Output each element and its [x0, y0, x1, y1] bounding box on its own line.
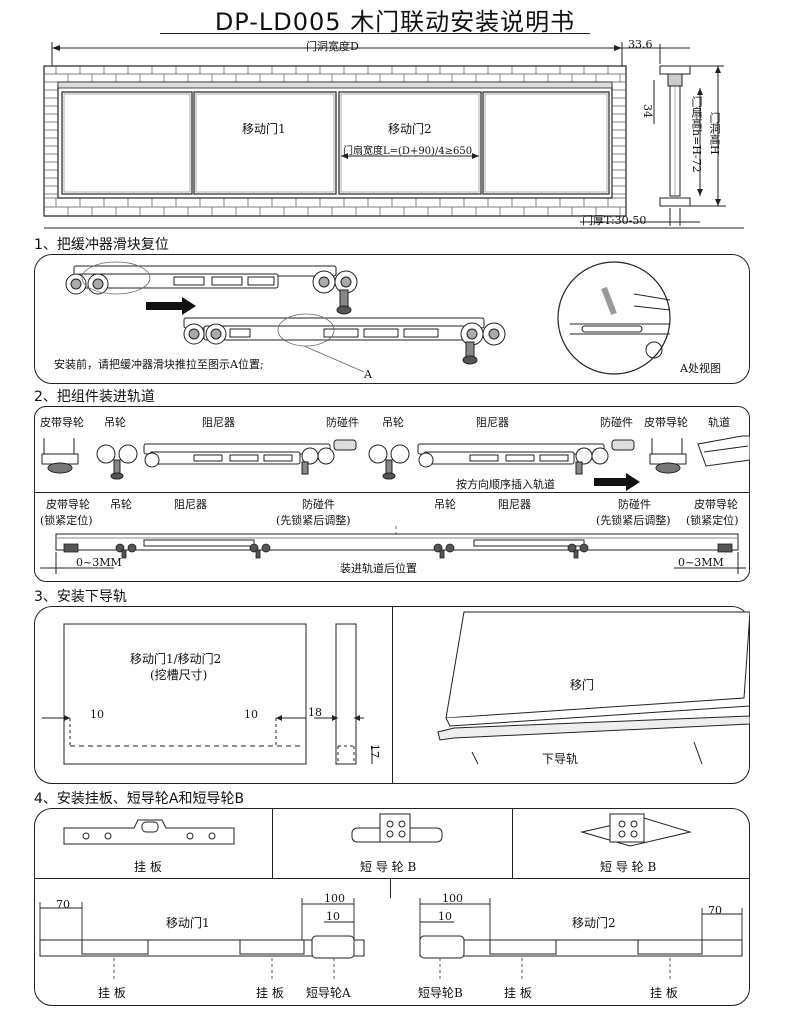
- door2-bottom-label: 移动门2: [572, 916, 616, 930]
- side-width-label: 33.6: [628, 38, 653, 51]
- step1-note: 安装前，请把缓冲器滑块推拉至图示A位置;: [54, 358, 264, 371]
- bottom-label-plate-4: 挂 板: [650, 986, 678, 1000]
- door1-bottom-label: 移动门1: [166, 916, 210, 930]
- bumper-right-sub: (先锁紧后调整): [596, 514, 671, 527]
- belt-left-sub: (锁紧定位): [40, 514, 93, 527]
- wheel-right-label: 吊轮: [434, 498, 456, 511]
- groove-door-label: 移动门1/移动门2: [130, 652, 222, 666]
- step4-divider-v3: [390, 878, 391, 898]
- part-short-wheel-b-2: 短 导 轮 B: [600, 860, 657, 874]
- step2-divider: [34, 492, 750, 493]
- bottom-label-plate-3: 挂 板: [504, 986, 532, 1000]
- thickness-label: 门厚T:30-50: [582, 214, 647, 227]
- leaf-width-label: 门扇宽度L=(D+90)/4≥650: [343, 146, 473, 157]
- belt-left-label: 皮带导轮: [46, 498, 90, 511]
- comp-label-track: 轨道: [708, 416, 730, 429]
- opening-width-label: 门洞宽度D: [306, 40, 359, 53]
- insert-direction-note: 按方向顺序插入轨道: [456, 478, 555, 491]
- leaf-height-label: 门扇高h=H-72: [690, 96, 703, 173]
- gap-left-label: 0~3MM: [76, 556, 122, 569]
- damper-left-label: 阻尼器: [174, 498, 207, 511]
- step2-assembled-track: [40, 526, 746, 574]
- dim-100-right: 100: [442, 892, 463, 905]
- part-hanging-plate: 挂 板: [134, 860, 162, 874]
- step4-divider-v2: [512, 808, 513, 878]
- door1-label: 移动门1: [242, 122, 286, 136]
- step1-a-label: A: [364, 368, 372, 381]
- wheel-left-label: 吊轮: [110, 498, 132, 511]
- step2-components: [41, 435, 750, 491]
- header-diagram: [43, 42, 744, 229]
- step4-doors: [39, 898, 743, 982]
- step3-heading: 3、安装下导轨: [34, 589, 127, 605]
- dim-10-left: 10: [326, 910, 340, 923]
- groove-dim-left: 10: [90, 708, 104, 721]
- step1-view-label: A处视图: [680, 362, 721, 375]
- step3-diagram: [42, 611, 750, 765]
- comp-label-damper-1: 阻尼器: [202, 416, 235, 429]
- step2-heading: 2、把组件装进轨道: [34, 389, 155, 405]
- comp-label-belt-wheel-2: 皮带导轮: [644, 416, 688, 429]
- groove-dim-right: 10: [244, 708, 258, 721]
- comp-label-hanging-wheel-1: 吊轮: [104, 416, 126, 429]
- dim-70-left: 70: [56, 898, 70, 911]
- bottom-label-plate-2: 挂 板: [256, 986, 284, 1000]
- comp-label-damper-2: 阻尼器: [476, 416, 509, 429]
- groove-door-sub: (挖槽尺寸): [150, 668, 208, 682]
- step4-parts: [63, 813, 692, 847]
- bottom-label-short-wheel-a: 短导轮A: [306, 986, 351, 1000]
- step1-heading: 1、把缓冲器滑块复位: [34, 237, 169, 253]
- step3-divider: [392, 606, 393, 784]
- position-note: 装进轨道后位置: [340, 562, 417, 575]
- part-short-wheel-b-1: 短 导 轮 B: [360, 860, 417, 874]
- bottom-rail-label: 下导轨: [542, 752, 579, 766]
- sliding-door-label: 移门: [570, 678, 595, 692]
- damper-right-label: 阻尼器: [498, 498, 531, 511]
- groove-dim-18: 18: [308, 706, 322, 719]
- dim-70-right: 70: [708, 904, 722, 917]
- opening-height-label: 门洞高H: [708, 112, 721, 155]
- dim-100-left: 100: [324, 892, 345, 905]
- comp-label-belt-wheel-1: 皮带导轮: [40, 416, 84, 429]
- step4-divider-h: [34, 878, 750, 879]
- dim-10-right: 10: [438, 910, 452, 923]
- door2-label: 移动门2: [388, 122, 432, 136]
- comp-label-bumper-1: 防碰件: [326, 416, 359, 429]
- bumper-left-sub: (先锁紧后调整): [276, 514, 351, 527]
- step2-panel: [34, 406, 750, 582]
- title-underline: [160, 33, 590, 34]
- bumper-left-label: 防碰件: [302, 498, 335, 511]
- comp-label-hanging-wheel-2: 吊轮: [382, 416, 404, 429]
- step4-heading: 4、安装挂板、短导轮A和短导轮B: [34, 791, 245, 807]
- bumper-right-label: 防碰件: [618, 498, 651, 511]
- bottom-label-short-wheel-b: 短导轮B: [418, 986, 463, 1000]
- step4-divider-v1: [272, 808, 273, 878]
- step1-panel: [34, 254, 750, 384]
- belt-right-sub: (锁紧定位): [686, 514, 739, 527]
- groove-dim-17: 17: [368, 744, 381, 758]
- belt-right-label: 皮带导轮: [694, 498, 738, 511]
- step1-diagram: [65, 261, 671, 375]
- bottom-label-plate-1: 挂 板: [98, 986, 126, 1000]
- step4-panel: [34, 808, 750, 1006]
- document-title: DP-LD005 木门联动安装说明书: [214, 8, 576, 36]
- comp-label-bumper-2: 防碰件: [600, 416, 633, 429]
- dim-34-label: 34: [641, 104, 654, 118]
- gap-right-label: 0~3MM: [678, 556, 724, 569]
